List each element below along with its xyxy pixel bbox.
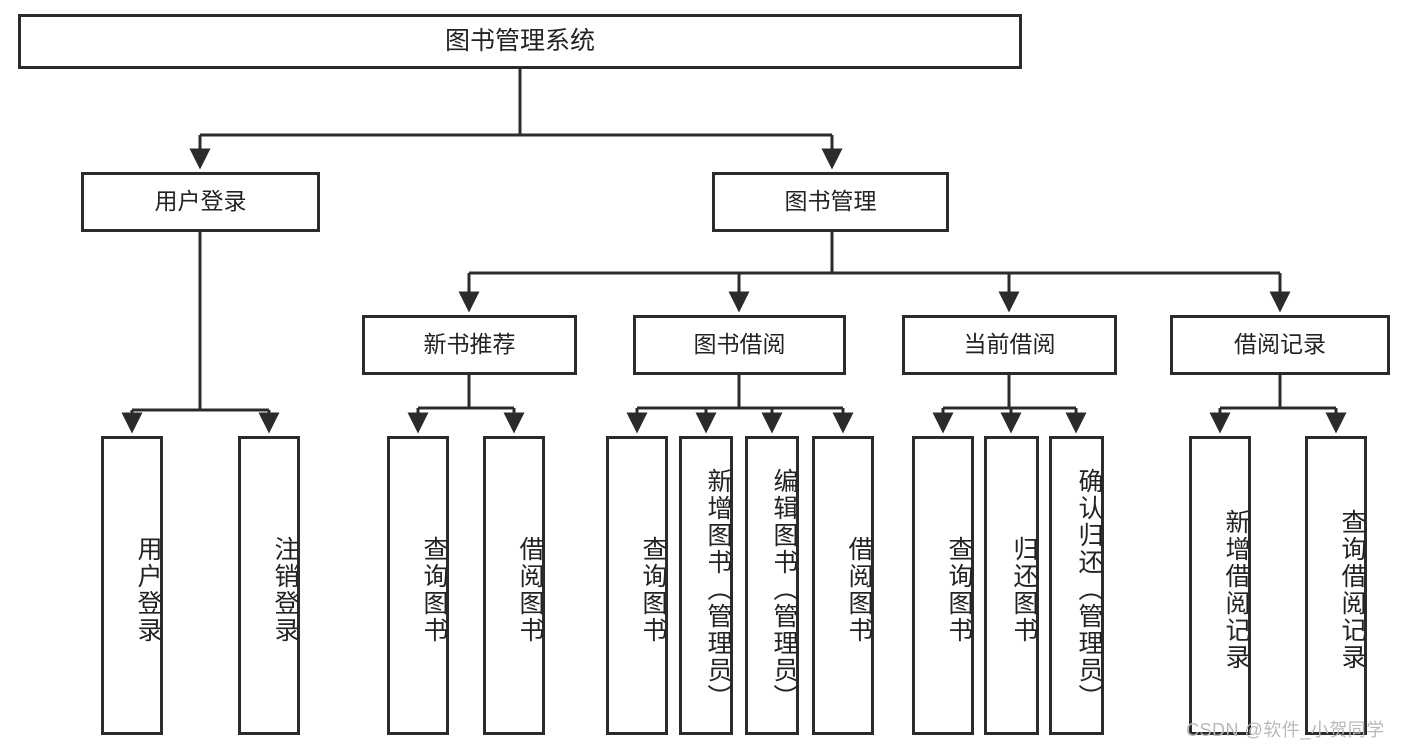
leaf-query-book-borrow[interactable]: 查询图书 <box>606 436 668 735</box>
leaf-borrow-book[interactable]: 借阅图书 <box>812 436 874 735</box>
node-book-management[interactable]: 图书管理 <box>712 172 949 232</box>
csdn-watermark: CSDN @软件_小贺同学 <box>1186 720 1385 740</box>
node-user-login[interactable]: 用户登录 <box>81 172 320 232</box>
leaf-query-borrow-record[interactable]: 查询借阅记录 <box>1305 436 1367 735</box>
node-current-borrow[interactable]: 当前借阅 <box>902 315 1117 375</box>
leaf-edit-book-admin[interactable]: 编辑图书（管理员） <box>745 436 799 735</box>
node-borrow-records[interactable]: 借阅记录 <box>1170 315 1390 375</box>
leaf-add-book-admin[interactable]: 新增图书（管理员） <box>679 436 733 735</box>
node-book-borrow[interactable]: 图书借阅 <box>633 315 846 375</box>
leaf-borrow-book-newbook[interactable]: 借阅图书 <box>483 436 545 735</box>
leaf-return-book[interactable]: 归还图书 <box>984 436 1039 735</box>
leaf-user-login[interactable]: 用户登录 <box>101 436 163 735</box>
node-new-book-recommend[interactable]: 新书推荐 <box>362 315 577 375</box>
leaf-query-book-newbook[interactable]: 查询图书 <box>387 436 449 735</box>
leaf-query-book-current[interactable]: 查询图书 <box>912 436 974 735</box>
leaf-add-borrow-record[interactable]: 新增借阅记录 <box>1189 436 1251 735</box>
leaf-logout-login[interactable]: 注销登录 <box>238 436 300 735</box>
node-root[interactable]: 图书管理系统 <box>18 14 1022 69</box>
leaf-confirm-return-admin[interactable]: 确认归还（管理员） <box>1049 436 1104 735</box>
